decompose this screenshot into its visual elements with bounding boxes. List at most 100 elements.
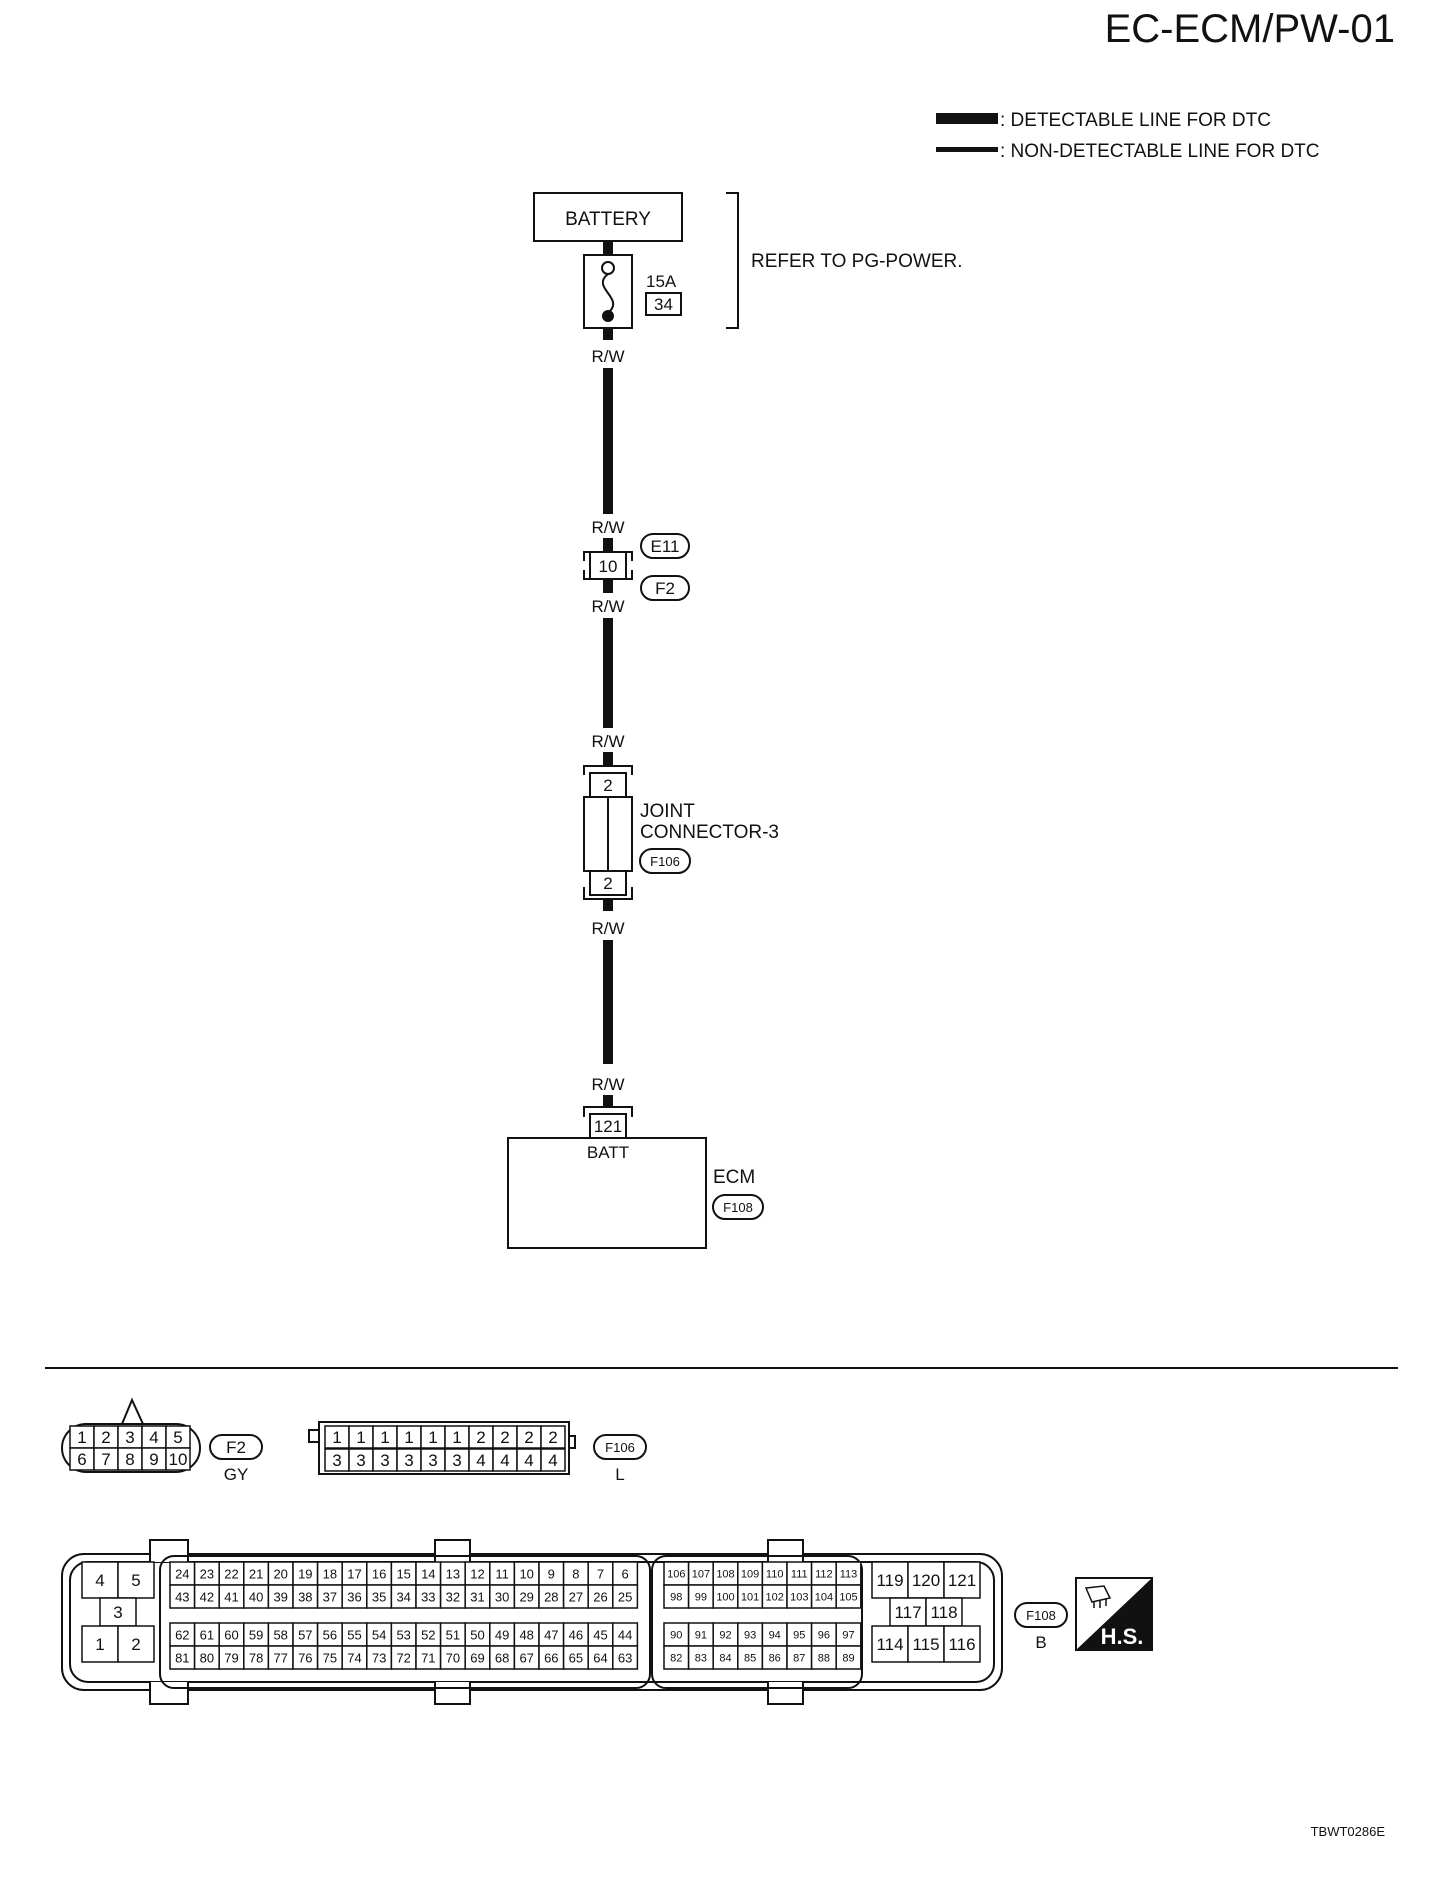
joint-connector-terminal-bottom-box bbox=[589, 870, 627, 896]
ecm-id-badge bbox=[712, 1194, 764, 1220]
pin-number: 1 bbox=[452, 1428, 461, 1447]
pin-number: 61 bbox=[200, 1628, 214, 1643]
pin-number: 1 bbox=[77, 1428, 86, 1447]
pin-number: 10 bbox=[519, 1567, 533, 1582]
hs-badge-label: H.S. bbox=[1101, 1624, 1144, 1649]
battery-label: BATTERY bbox=[565, 209, 651, 230]
pin-number: 29 bbox=[519, 1590, 533, 1605]
fuse-bottom-terminal bbox=[602, 310, 614, 322]
f106-latch bbox=[308, 1429, 320, 1443]
f108-tab-6 bbox=[767, 1682, 804, 1705]
pin-number: 87 bbox=[793, 1653, 805, 1665]
pin-number: 112 bbox=[815, 1569, 833, 1581]
wire-color-label-3: R/W bbox=[591, 597, 624, 616]
ecm-terminal-box bbox=[589, 1113, 627, 1139]
pin-number: 17 bbox=[347, 1567, 361, 1582]
pin-cell bbox=[117, 1561, 155, 1599]
pin-cell bbox=[835, 1645, 862, 1670]
f106-id: F106 bbox=[605, 1440, 635, 1455]
pin-number: 53 bbox=[396, 1628, 410, 1643]
pin-number: 65 bbox=[569, 1651, 583, 1666]
joint-connector-name-line1: JOINT bbox=[640, 801, 695, 822]
pin-number: 26 bbox=[593, 1590, 607, 1605]
pin-cell bbox=[99, 1597, 137, 1627]
pin-number: 58 bbox=[273, 1628, 287, 1643]
pin-cell bbox=[835, 1584, 862, 1609]
pin-number: 71 bbox=[421, 1651, 435, 1666]
connector-e11-stub-bottom bbox=[603, 579, 613, 593]
pin-number: 80 bbox=[200, 1651, 214, 1666]
f2-key bbox=[121, 1397, 144, 1425]
pin-number: 64 bbox=[593, 1651, 607, 1666]
doc-code: TBWT0286E bbox=[1311, 1824, 1386, 1839]
pin-number: 19 bbox=[298, 1567, 312, 1582]
f2-id: F2 bbox=[226, 1438, 246, 1457]
pin-number: 96 bbox=[818, 1630, 830, 1642]
pin-number: 66 bbox=[544, 1651, 558, 1666]
fuse-top-terminal bbox=[601, 261, 615, 275]
pin-number: 3 bbox=[356, 1451, 365, 1470]
pin-number: 44 bbox=[618, 1628, 632, 1643]
pin-number: 56 bbox=[323, 1628, 337, 1643]
pin-number: 92 bbox=[719, 1630, 731, 1642]
pin-number: 37 bbox=[323, 1590, 337, 1605]
pin-number: 63 bbox=[618, 1651, 632, 1666]
refer-note: REFER TO PG-POWER. bbox=[751, 251, 963, 272]
pin-number: 39 bbox=[273, 1590, 287, 1605]
pin-number: 3 bbox=[428, 1451, 437, 1470]
pin-cell bbox=[925, 1597, 963, 1627]
pin-number: 49 bbox=[495, 1628, 509, 1643]
pin-number: 91 bbox=[695, 1630, 707, 1642]
f108-color: B bbox=[1035, 1633, 1046, 1652]
pin-number: 116 bbox=[948, 1635, 975, 1654]
wire-segment-1-stub bbox=[603, 328, 613, 340]
fuse-stub-top bbox=[603, 241, 613, 255]
pin-number: 20 bbox=[273, 1567, 287, 1582]
pin-number: 105 bbox=[839, 1592, 857, 1604]
pin-number: 106 bbox=[667, 1569, 685, 1581]
f2-color: GY bbox=[224, 1465, 249, 1484]
pin-number: 84 bbox=[719, 1653, 731, 1665]
fuse-rating: 15A bbox=[646, 272, 677, 291]
pin-number: 4 bbox=[548, 1451, 557, 1470]
hs-badge: H.S. bbox=[1075, 1577, 1153, 1651]
pin-number: 4 bbox=[500, 1451, 509, 1470]
pin-number: 7 bbox=[101, 1450, 110, 1469]
ecm-body bbox=[507, 1137, 707, 1249]
pin-number: 101 bbox=[741, 1592, 759, 1604]
legend-detectable-swatch bbox=[936, 113, 998, 124]
pin-number: 99 bbox=[695, 1592, 707, 1604]
pin-number: 83 bbox=[695, 1653, 707, 1665]
wire-color-label-1: R/W bbox=[591, 347, 624, 366]
pin-number: 36 bbox=[347, 1590, 361, 1605]
page-title: EC-ECM/PW-01 bbox=[1105, 7, 1395, 51]
pin-cell bbox=[943, 1625, 981, 1663]
f106-id-badge bbox=[593, 1434, 647, 1460]
pin-number: 119 bbox=[876, 1571, 903, 1590]
pin-number: 3 bbox=[404, 1451, 413, 1470]
f108-tab-1 bbox=[149, 1539, 189, 1562]
pin-number: 8 bbox=[125, 1450, 134, 1469]
fuse-number-box bbox=[645, 292, 682, 316]
pin-number: 42 bbox=[200, 1590, 214, 1605]
f108-mid-housing bbox=[159, 1555, 651, 1689]
pin-number: 5 bbox=[173, 1428, 182, 1447]
connector-e11-stub-top bbox=[603, 538, 613, 552]
pin-number: 3 bbox=[452, 1451, 461, 1470]
pin-number: 93 bbox=[744, 1630, 756, 1642]
fuse-element bbox=[601, 273, 615, 314]
pin-number: 47 bbox=[544, 1628, 558, 1643]
pin-cell bbox=[540, 1448, 566, 1472]
pin-number: 1 bbox=[332, 1428, 341, 1447]
pin-number: 14 bbox=[421, 1567, 435, 1582]
ecm-stub bbox=[603, 1095, 613, 1107]
pin-number: 3 bbox=[125, 1428, 134, 1447]
joint-connector-top-bracket bbox=[583, 765, 633, 775]
pin-number: 8 bbox=[572, 1567, 579, 1582]
joint-connector-id-badge bbox=[639, 848, 691, 874]
pin-number: 79 bbox=[224, 1651, 238, 1666]
pin-number: 1 bbox=[404, 1428, 413, 1447]
